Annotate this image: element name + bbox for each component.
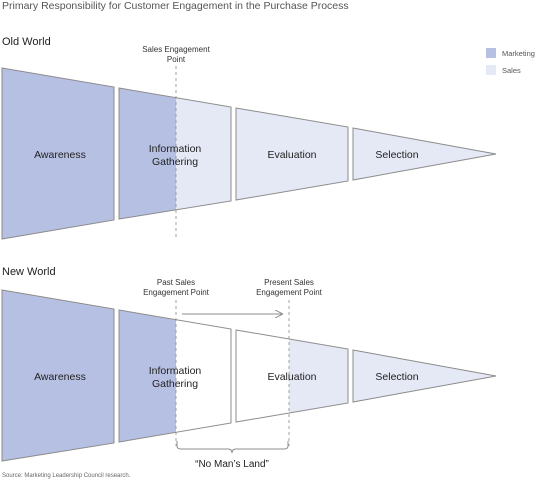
old-info-label-line1: Information [149, 143, 202, 155]
source-note: Source: Marketing Leadership Council res… [2, 473, 131, 479]
old-evaluation-label: Evaluation [267, 149, 316, 161]
new-selection-segment [352, 349, 497, 403]
legend-swatch-sales [486, 65, 496, 75]
old-selection-label: Selection [375, 149, 418, 161]
old-info-sales-part [176, 98, 231, 210]
old-info-outline [118, 87, 232, 220]
old-info-label-line2: Gathering [152, 156, 198, 168]
new-eval-unowned-part [236, 330, 289, 422]
new-selection-label: Selection [375, 371, 418, 383]
present-engagement-label-line2: Engagement Point [256, 288, 323, 297]
old-selection-segment [352, 127, 497, 181]
no-mans-land-bracket [176, 441, 289, 454]
new-info-marketing-part [119, 310, 176, 442]
legend-label-sales: Sales [502, 66, 521, 75]
new-eval-sales-part [289, 339, 348, 413]
old-sales-engagement-label-line2: Point [167, 55, 186, 64]
new-info-label-line1: Information [149, 365, 202, 377]
new-evaluation-label: Evaluation [267, 371, 316, 383]
new-info-unowned-part [176, 320, 231, 432]
old-awareness-segment [1, 67, 115, 240]
new-awareness-label: Awareness [34, 371, 86, 383]
diagram-title: Primary Responsibility for Customer Enga… [2, 0, 349, 12]
old-evaluation-segment [235, 107, 349, 201]
legend-label-marketing: Marketing [502, 49, 535, 58]
past-engagement-label-line1: Past Sales [157, 278, 195, 287]
new-world-heading: New World [2, 266, 56, 278]
old-sales-engagement-label-line1: Sales Engagement [142, 45, 210, 54]
old-world-section: Old World Sales Engagement Point Awarene… [1, 36, 497, 240]
present-engagement-label-line1: Present Sales [264, 278, 314, 287]
new-info-label-line2: Gathering [152, 378, 198, 390]
new-world-section: New World Past Sales Engagement Point Pr… [1, 266, 497, 470]
past-engagement-label-line2: Engagement Point [143, 288, 210, 297]
new-awareness-segment [1, 289, 115, 462]
old-awareness-label: Awareness [34, 149, 86, 161]
old-world-heading: Old World [2, 36, 51, 48]
new-info-outline [118, 309, 232, 443]
new-eval-outline [235, 329, 349, 423]
no-mans-land-label: “No Man’s Land” [195, 459, 269, 470]
legend-swatch-marketing [486, 48, 496, 58]
old-info-marketing-part [119, 88, 176, 219]
